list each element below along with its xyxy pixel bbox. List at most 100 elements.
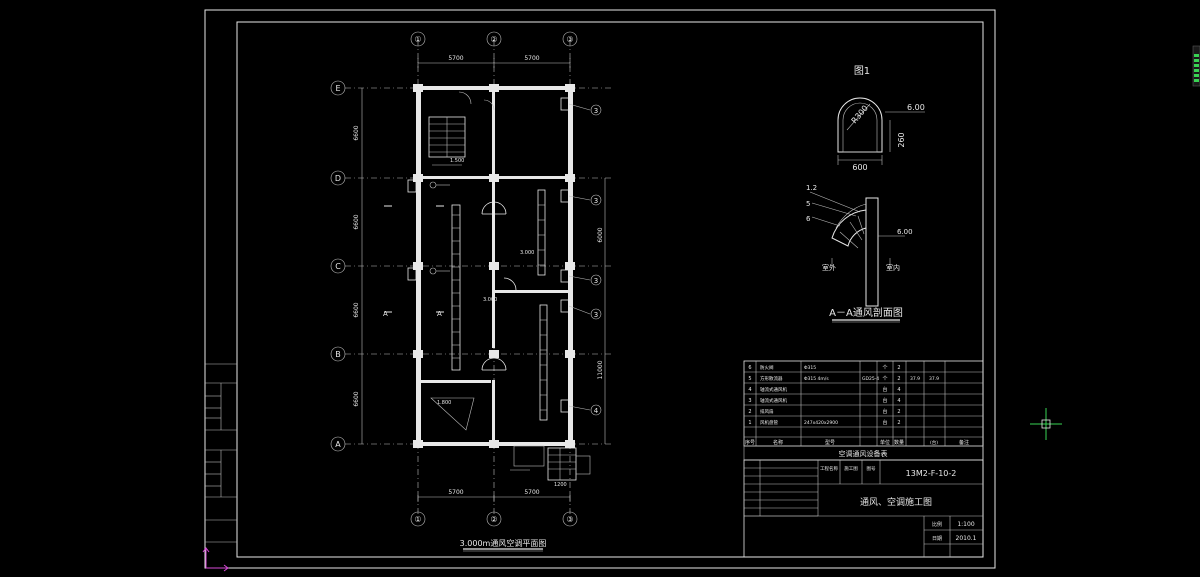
section-mark-a: A xyxy=(383,310,388,318)
row-num-5: 5 xyxy=(748,376,751,382)
row-qty-5: 2 xyxy=(897,376,900,382)
detail-1-dim-width: 600 xyxy=(852,163,867,172)
dim-right-1: 6000 xyxy=(597,227,604,242)
navigation-bar-icon[interactable] xyxy=(1192,45,1200,87)
elevation-3: 1.800 xyxy=(437,400,451,406)
dim-bottom-2: 5700 xyxy=(524,489,539,496)
note-c: 37.9 xyxy=(929,376,939,382)
section-title: A－A通风剖面图 xyxy=(829,306,903,319)
note-a: GD25-4 xyxy=(862,376,879,382)
drawing-number: 13M2-F-10-2 xyxy=(906,469,957,478)
detail-1-dim-side: 260 xyxy=(897,132,906,147)
row-name-6: 防火阀 xyxy=(760,364,774,371)
section-label-5: 5 xyxy=(806,200,810,208)
dim-left-1: 6600 xyxy=(353,125,360,140)
row-num-6: 6 xyxy=(748,365,751,371)
row-name-3: 轴流式通风机 xyxy=(760,397,787,404)
room-mark-1: 3 xyxy=(594,107,598,115)
row-unit-5: 个 xyxy=(882,376,887,382)
axis-bottom-2: ② xyxy=(490,515,497,524)
row-unit-2: 台 xyxy=(882,408,887,415)
dim-top-2: 5700 xyxy=(524,55,539,62)
elevation-2: 3.000 xyxy=(483,297,497,303)
row-num-3: 3 xyxy=(748,398,751,404)
dim-left-3: 6600 xyxy=(353,302,360,317)
section-inside: 室内 xyxy=(886,263,900,272)
date-label: 日期 xyxy=(932,536,942,542)
section-label-dim: 6.00 xyxy=(897,228,913,236)
date-value: 2010.1 xyxy=(956,535,977,542)
axis-top-1: ① xyxy=(414,35,421,44)
header-qty: 数量 xyxy=(894,439,904,446)
row-name-1: 风机盘管 xyxy=(760,419,778,426)
axis-top-3: ③ xyxy=(566,35,573,44)
detail-1-title: 图1 xyxy=(854,65,870,77)
row-name-2: 排风扇 xyxy=(760,408,774,415)
binding-strip xyxy=(205,363,237,543)
row-qty-6: 2 xyxy=(897,365,900,371)
row-num-2: 2 xyxy=(748,409,751,415)
header-name: 名称 xyxy=(773,439,783,446)
row-unit-3: 台 xyxy=(882,397,887,404)
section-label-6: 6 xyxy=(806,215,811,223)
drawing-name: 通风、空调施工图 xyxy=(860,496,932,508)
inner-frame xyxy=(236,21,984,558)
equipment-title: 空调通风设备表 xyxy=(839,449,888,458)
dim-right-2: 11000 xyxy=(597,360,604,379)
room-mark-5: 4 xyxy=(594,407,599,415)
detail-1-radius: R300 xyxy=(850,104,870,126)
row-num-4: 4 xyxy=(748,387,751,393)
row-num-1: 1 xyxy=(748,420,751,426)
room-mark-3: 3 xyxy=(594,277,598,285)
row-qty-2: 2 xyxy=(897,409,900,415)
equipment-table-grid xyxy=(743,360,984,461)
stage-label: 施工图 xyxy=(844,465,858,472)
proj-label: 工程名称 xyxy=(820,465,838,472)
row-model-6: Φ315 xyxy=(804,365,816,371)
axis-left-d: D xyxy=(335,174,341,183)
stair-dim: 1.500 xyxy=(450,158,464,164)
unit-total: (台) xyxy=(930,439,938,446)
dim-left-4: 6600 xyxy=(353,391,360,406)
dim-top-1: 5700 xyxy=(448,55,463,62)
axis-left-b: B xyxy=(335,350,341,359)
axis-left-c: C xyxy=(335,262,341,271)
scale-label: 比例 xyxy=(932,521,942,528)
row-name-5: 方形散流器 xyxy=(760,375,783,382)
axis-left-e: E xyxy=(335,84,340,93)
axis-left-a: A xyxy=(335,440,341,449)
section-mark-a2: A xyxy=(437,310,442,318)
axis-bottom-3: ③ xyxy=(566,515,573,524)
axis-bottom-1: ① xyxy=(414,515,421,524)
header-unit: 单位 xyxy=(880,439,890,446)
section-aa-drawing xyxy=(809,191,905,307)
floor-plan xyxy=(330,31,612,527)
row-unit-4: 台 xyxy=(882,386,887,393)
row-qty-3: 4 xyxy=(897,398,900,404)
row-qty-4: 4 xyxy=(897,387,900,393)
section-outside: 室外 xyxy=(822,263,836,272)
header-no: 序号 xyxy=(745,439,755,446)
detail-1-drawing xyxy=(837,97,925,165)
header-model: 型号 xyxy=(825,439,835,446)
stair-dim-2: 1200 xyxy=(554,482,567,488)
note-b: 37.9 xyxy=(910,376,920,382)
room-mark-4: 3 xyxy=(594,311,598,319)
row-unit-6: 个 xyxy=(882,365,887,371)
num-label: 图号 xyxy=(867,466,876,472)
row-name-4: 轴流式通风机 xyxy=(760,386,787,393)
row-model-1: 247x420x2900 xyxy=(804,420,838,426)
row-unit-1: 台 xyxy=(882,419,887,426)
row-qty-1: 2 xyxy=(897,420,900,426)
elevation-1: 3.000 xyxy=(520,250,534,256)
section-label-12: 1.2 xyxy=(806,184,817,192)
dim-left-2: 6600 xyxy=(353,214,360,229)
ucs-icon xyxy=(202,547,229,572)
axis-top-2: ② xyxy=(490,35,497,44)
outer-frame xyxy=(204,9,996,569)
dim-bottom-1: 5700 xyxy=(448,489,463,496)
plan-title: 3.000m通风空调平面图 xyxy=(460,538,547,548)
crosshair-cursor[interactable] xyxy=(1030,408,1062,440)
header-note: 备注 xyxy=(959,439,969,446)
